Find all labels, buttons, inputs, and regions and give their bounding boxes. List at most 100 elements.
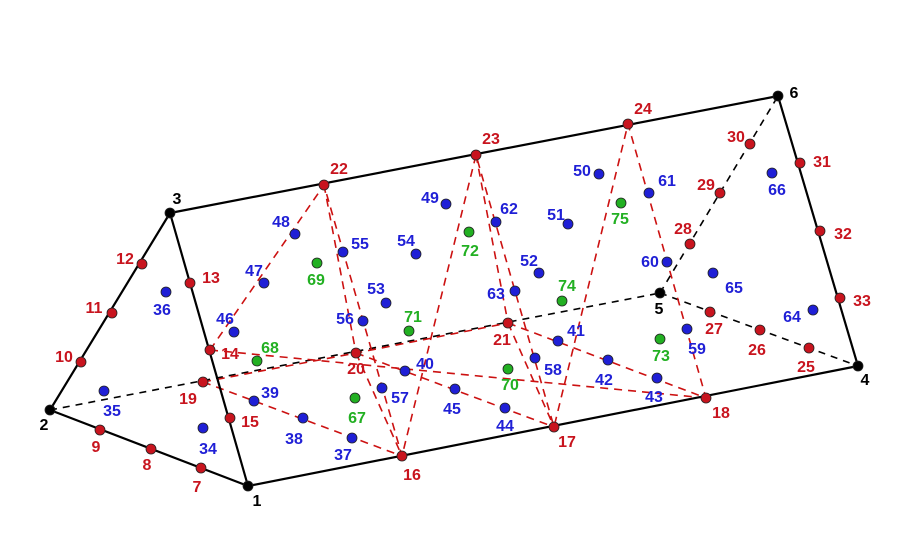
node-label-69: 69 xyxy=(307,272,325,289)
node-label-59: 59 xyxy=(688,341,706,358)
node-label-45: 45 xyxy=(443,401,461,418)
node-69: 69 xyxy=(307,257,325,289)
node-marker-14 xyxy=(204,344,216,356)
node-63: 63 xyxy=(487,285,521,303)
node-marker-10 xyxy=(75,356,87,368)
node-2: 2 xyxy=(40,404,56,434)
node-marker-17 xyxy=(548,421,560,433)
node-43: 43 xyxy=(645,372,663,406)
node-34: 34 xyxy=(197,422,217,458)
node-20: 20 xyxy=(347,347,365,378)
node-30: 30 xyxy=(727,129,756,150)
node-60: 60 xyxy=(641,254,673,271)
node-70: 70 xyxy=(501,363,519,394)
node-label-34: 34 xyxy=(199,441,217,458)
node-marker-67 xyxy=(349,392,361,404)
node-marker-68 xyxy=(251,355,263,367)
node-29: 29 xyxy=(697,177,726,199)
node-59: 59 xyxy=(681,323,706,358)
node-marker-58 xyxy=(529,352,541,364)
node-5: 5 xyxy=(655,287,666,318)
node-label-18: 18 xyxy=(712,405,730,422)
node-label-42: 42 xyxy=(595,372,613,389)
node-61: 61 xyxy=(643,173,676,199)
node-label-4: 4 xyxy=(861,372,870,389)
node-label-43: 43 xyxy=(645,389,663,406)
node-22: 22 xyxy=(318,161,348,191)
bottom-face-line-1 xyxy=(202,381,403,457)
node-label-17: 17 xyxy=(558,434,576,451)
node-label-7: 7 xyxy=(193,479,202,496)
node-label-57: 57 xyxy=(391,390,409,407)
node-label-49: 49 xyxy=(421,190,439,207)
node-marker-1 xyxy=(242,480,254,492)
node-label-51: 51 xyxy=(547,207,565,224)
node-7: 7 xyxy=(193,462,207,496)
node-10: 10 xyxy=(55,349,87,368)
node-label-21: 21 xyxy=(493,332,511,349)
node-label-41: 41 xyxy=(567,323,585,340)
node-label-29: 29 xyxy=(697,177,715,194)
node-label-36: 36 xyxy=(153,302,171,319)
node-75: 75 xyxy=(611,197,629,228)
node-label-61: 61 xyxy=(658,173,676,190)
node-45: 45 xyxy=(443,383,461,418)
node-label-39: 39 xyxy=(261,385,279,402)
node-56: 56 xyxy=(336,311,369,328)
node-marker-71 xyxy=(403,325,415,337)
node-marker-45 xyxy=(449,383,461,395)
node-label-53: 53 xyxy=(367,281,385,298)
node-label-58: 58 xyxy=(544,362,562,379)
node-72: 72 xyxy=(461,226,479,260)
node-marker-43 xyxy=(651,372,663,384)
node-marker-22 xyxy=(318,179,330,191)
node-marker-44 xyxy=(499,402,511,414)
node-48: 48 xyxy=(272,214,301,240)
node-38: 38 xyxy=(285,412,309,448)
node-55: 55 xyxy=(337,236,369,258)
bottom-face-line-5 xyxy=(355,352,403,457)
node-marker-6 xyxy=(772,90,784,102)
node-12: 12 xyxy=(116,251,148,270)
node-marker-11 xyxy=(106,307,118,319)
node-marker-59 xyxy=(681,323,693,335)
node-marker-7 xyxy=(195,462,207,474)
node-marker-9 xyxy=(94,424,106,436)
node-marker-23 xyxy=(470,149,482,161)
node-marker-34 xyxy=(197,422,209,434)
node-marker-53 xyxy=(380,297,392,309)
node-label-48: 48 xyxy=(272,214,290,231)
node-marker-21 xyxy=(502,317,514,329)
node-marker-54 xyxy=(410,248,422,260)
node-4: 4 xyxy=(852,360,870,389)
node-marker-32 xyxy=(814,225,826,237)
node-marker-62 xyxy=(490,216,502,228)
node-marker-38 xyxy=(297,412,309,424)
node-67: 67 xyxy=(348,392,366,427)
node-42: 42 xyxy=(595,354,614,389)
node-18: 18 xyxy=(700,392,730,422)
node-label-67: 67 xyxy=(348,410,366,427)
node-35: 35 xyxy=(98,385,121,420)
node-marker-29 xyxy=(714,187,726,199)
node-19: 19 xyxy=(179,376,209,408)
node-label-12: 12 xyxy=(116,251,134,268)
node-62: 62 xyxy=(490,201,518,228)
node-label-66: 66 xyxy=(768,182,786,199)
node-marker-55 xyxy=(337,246,349,258)
node-label-30: 30 xyxy=(727,129,745,146)
node-58: 58 xyxy=(529,352,562,379)
node-marker-20 xyxy=(350,347,362,359)
node-73: 73 xyxy=(652,333,670,365)
node-marker-30 xyxy=(744,138,756,150)
node-marker-36 xyxy=(160,286,172,298)
node-label-54: 54 xyxy=(397,233,415,250)
node-label-50: 50 xyxy=(573,163,591,180)
node-label-14: 14 xyxy=(221,346,239,363)
node-marker-57 xyxy=(376,382,388,394)
node-16: 16 xyxy=(396,450,421,484)
node-label-31: 31 xyxy=(813,154,831,171)
node-label-6: 6 xyxy=(790,85,799,102)
node-label-28: 28 xyxy=(674,221,692,238)
node-label-16: 16 xyxy=(403,467,421,484)
